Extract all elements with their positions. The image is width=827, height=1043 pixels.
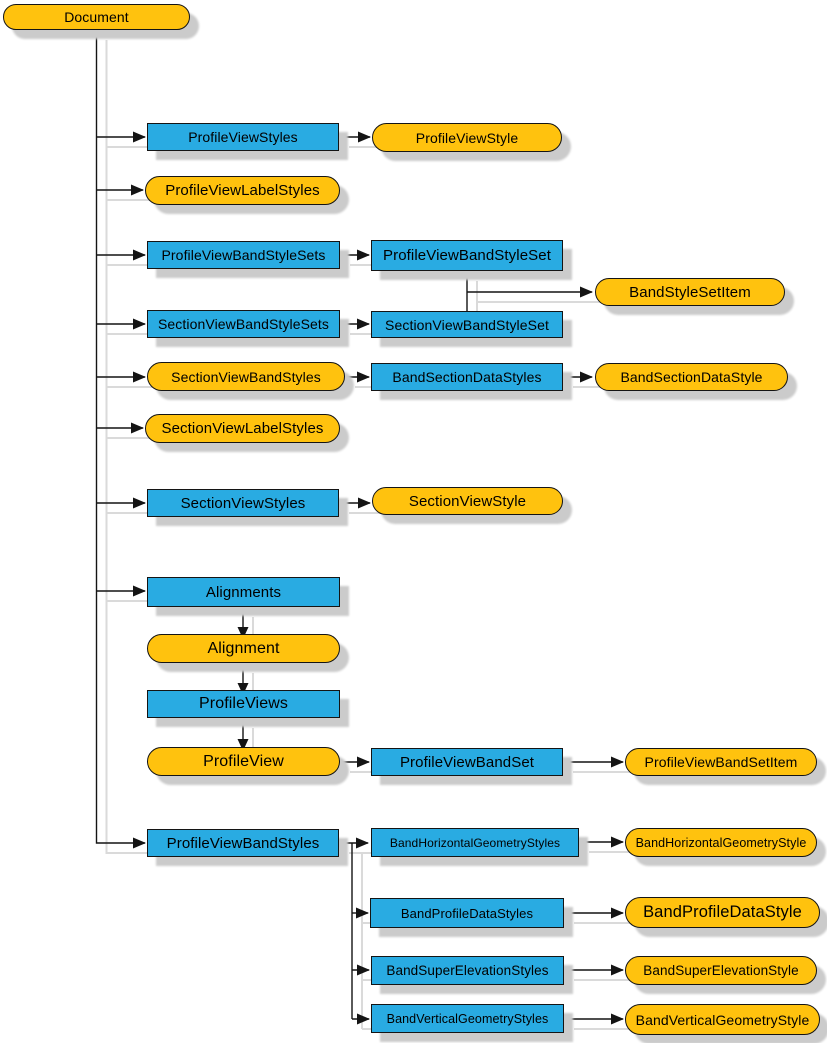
node-profile-view-band-set-item[interactable]: ProfileViewBandSetItem [625,748,817,776]
node-profile-view-band-styles[interactable]: ProfileViewBandStyles [147,829,339,857]
node-profile-view[interactable]: ProfileView [147,747,340,776]
node-section-view-band-style-set[interactable]: SectionViewBandStyleSet [371,311,563,338]
node-section-view-band-styles[interactable]: SectionViewBandStyles [147,362,345,391]
node-band-vertical-geometry-styles[interactable]: BandVerticalGeometryStyles [371,1004,564,1033]
node-band-super-elevation-style[interactable]: BandSuperElevationStyle [625,956,817,985]
node-band-section-data-style[interactable]: BandSectionDataStyle [595,363,788,391]
node-alignments[interactable]: Alignments [147,577,340,607]
connectors [95,30,624,1025]
node-band-style-set-item[interactable]: BandStyleSetItem [595,278,785,306]
node-alignment[interactable]: Alignment [147,634,340,663]
node-profile-view-style[interactable]: ProfileViewStyle [372,123,562,152]
node-profile-view-styles[interactable]: ProfileViewStyles [147,123,339,151]
node-document[interactable]: Document [3,4,190,30]
node-band-horizontal-geometry-style[interactable]: BandHorizontalGeometryStyle [625,828,817,857]
node-section-view-style[interactable]: SectionViewStyle [372,487,563,515]
node-profile-view-band-style-set[interactable]: ProfileViewBandStyleSet [371,240,563,271]
node-band-super-elevation-styles[interactable]: BandSuperElevationStyles [371,956,564,985]
node-band-profile-data-style[interactable]: BandProfileDataStyle [625,897,820,928]
node-band-vertical-geometry-style[interactable]: BandVerticalGeometryStyle [625,1004,820,1035]
node-section-view-styles[interactable]: SectionViewStyles [147,489,339,517]
node-band-profile-data-styles[interactable]: BandProfileDataStyles [370,898,564,928]
node-profile-view-label-styles[interactable]: ProfileViewLabelStyles [145,176,340,205]
node-profile-view-band-style-sets[interactable]: ProfileViewBandStyleSets [147,241,340,269]
node-section-view-band-style-sets[interactable]: SectionViewBandStyleSets [147,310,340,338]
node-profile-views[interactable]: ProfileViews [147,690,340,718]
node-band-section-data-styles[interactable]: BandSectionDataStyles [371,363,563,391]
node-section-view-label-styles[interactable]: SectionViewLabelStyles [145,414,340,443]
node-profile-view-band-set[interactable]: ProfileViewBandSet [371,748,563,776]
node-band-horizontal-geometry-styles[interactable]: BandHorizontalGeometryStyles [371,828,579,857]
